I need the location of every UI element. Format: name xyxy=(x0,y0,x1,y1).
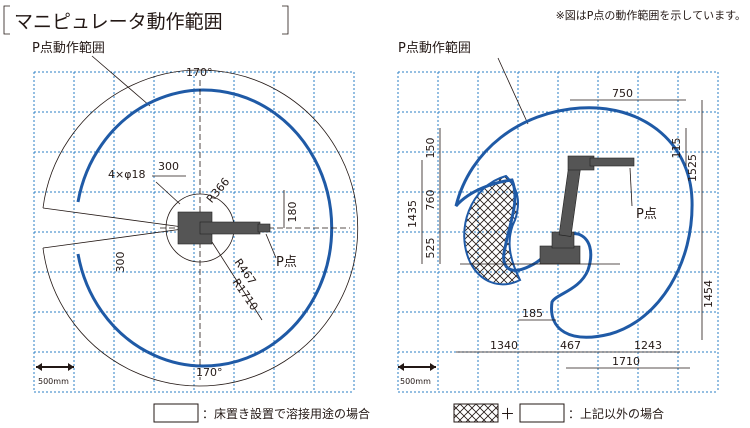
right-robot-sideview xyxy=(539,155,635,265)
legend-other-label: ：上記以外の場合 xyxy=(568,406,664,421)
right-p-point-label: P点 xyxy=(636,207,657,222)
left-angle-bottom: 170° xyxy=(196,366,223,379)
title-bracket-left xyxy=(3,5,10,35)
right-dim-1710: 1710 xyxy=(612,355,640,368)
left-scale-label: 500mm xyxy=(38,377,69,386)
right-dim-1525: 1525 xyxy=(686,154,699,182)
left-limit-line-top xyxy=(42,207,191,229)
legend-box-plain-2 xyxy=(519,403,565,423)
title-bracket-right xyxy=(282,5,289,35)
left-p-point-label: P点 xyxy=(276,255,297,270)
legend-box-plain xyxy=(153,403,199,423)
header: マニピュレータ動作範囲 ※図はP点の動作範囲を示しています。 xyxy=(3,5,746,35)
right-dim-1340: 1340 xyxy=(490,339,518,352)
left-radius-line xyxy=(211,241,263,321)
legend: ：床置き設置で溶接用途の場合 ＋ ：上記以外の場合 xyxy=(153,403,664,423)
left-dim-r366: R366 xyxy=(204,175,232,205)
legend-floor-label: ：床置き設置で溶接用途の場合 xyxy=(202,406,370,421)
right-p-range xyxy=(454,106,694,339)
right-dim-1435: 1435 xyxy=(406,200,419,228)
right-range-leader xyxy=(497,57,529,125)
page-title: マニピュレータ動作範囲 xyxy=(14,11,223,33)
right-dim-525: 525 xyxy=(424,238,437,259)
left-robot-topview xyxy=(177,211,271,245)
right-dim-115: 115 xyxy=(670,138,683,159)
left-dim-r1710: R1710 xyxy=(230,276,261,313)
left-hole-label: 4×φ18 xyxy=(108,168,145,181)
right-dim-1243: 1243 xyxy=(634,339,662,352)
right-scale-label: 500mm xyxy=(400,377,431,386)
right-dim-1454: 1454 xyxy=(702,280,715,308)
right-dim-750: 750 xyxy=(612,87,633,100)
left-scale-bar: 500mm xyxy=(36,363,74,386)
right-dim-760: 760 xyxy=(424,190,437,211)
left-dim-180: 180 xyxy=(286,202,299,223)
left-view: P点動作範囲 170° 170° 4×φ18 300 R366 180 300 … xyxy=(32,41,359,393)
right-hatched-range xyxy=(463,174,522,286)
right-dim-467: 467 xyxy=(560,339,581,352)
left-range-label: P点動作範囲 xyxy=(32,41,105,56)
right-range-label: P点動作範囲 xyxy=(398,41,471,56)
left-angle-top: 170° xyxy=(186,66,213,79)
figure-note: ※図はP点の動作範囲を示しています。 xyxy=(556,8,746,22)
left-dim-300-left: 300 xyxy=(114,252,127,273)
left-range-leader xyxy=(91,55,151,107)
left-limit-line-bottom xyxy=(42,227,191,249)
left-hole-leader xyxy=(155,181,181,205)
right-dim-150: 150 xyxy=(424,138,437,159)
left-outer-envelope xyxy=(42,69,359,387)
right-dim-185: 185 xyxy=(522,307,543,320)
legend-box-hatched xyxy=(453,403,499,423)
left-dim-300-top: 300 xyxy=(158,160,179,173)
left-grid xyxy=(33,71,355,393)
legend-plus: ＋ xyxy=(500,405,515,423)
right-scale-bar: 500mm xyxy=(398,363,436,386)
right-view: P点動作範囲 750 150 760 525 1435 115 1525 145… xyxy=(397,41,719,393)
